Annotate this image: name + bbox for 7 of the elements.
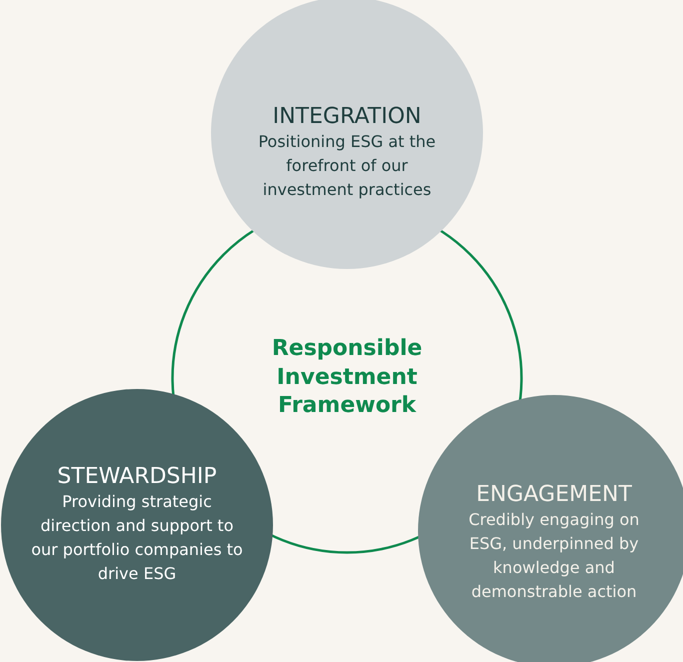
circle-description: Positioning ESG at the forefront of our investment practices bbox=[257, 131, 437, 202]
center-title: Responsible Investment Framework bbox=[270, 335, 424, 420]
circle-heading: ENGAGEMENT bbox=[476, 482, 632, 508]
circle-description: Credibly engaging on ESG, underpinned by knowledge and demonstrable action bbox=[468, 509, 640, 604]
circle-heading: INTEGRATION bbox=[272, 104, 422, 130]
circle-description: Providing strategic direction and support to our portfolio companies to drive ESG bbox=[31, 491, 243, 586]
circle-heading: STEWARDSHIP bbox=[57, 464, 217, 490]
